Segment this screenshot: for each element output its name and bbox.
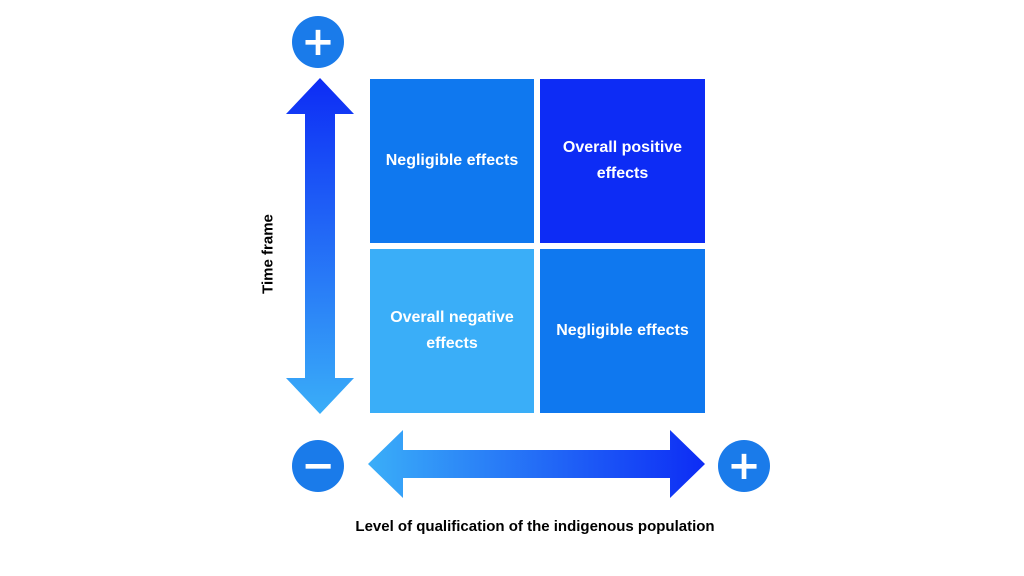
quadrant-bottom-left-label: Overall negative effects [390, 309, 514, 352]
x-axis-label: Level of qualification of the indigenous… [355, 518, 715, 535]
horizontal-arrow-shape [368, 430, 705, 498]
quadrant-top-left: Negligible effects [370, 79, 534, 243]
quadrant-top-right: Overall positive effects [540, 79, 705, 243]
quadrant-bottom-left: Overall negative effects [370, 249, 534, 413]
quadrant-top-right-label: Overall positive effects [562, 139, 683, 182]
quadrant-bottom-right: Negligible effects [540, 249, 705, 413]
y-axis-label: Time frame [259, 214, 277, 294]
plus-icon-top: + [292, 16, 344, 68]
horizontal-double-arrow-icon [368, 430, 705, 498]
quadrant-bottom-right-label: Negligible effects [556, 322, 689, 339]
minus-sign-origin: − [301, 443, 335, 489]
quadrant-top-left-label: Negligible effects [385, 152, 519, 169]
vertical-arrow-shape [286, 78, 354, 414]
vertical-double-arrow-icon [286, 78, 354, 414]
plus-sign-right: + [727, 443, 761, 489]
minus-icon-origin: − [292, 440, 344, 492]
plus-sign-top: + [301, 19, 335, 65]
plus-icon-right: + [718, 440, 770, 492]
